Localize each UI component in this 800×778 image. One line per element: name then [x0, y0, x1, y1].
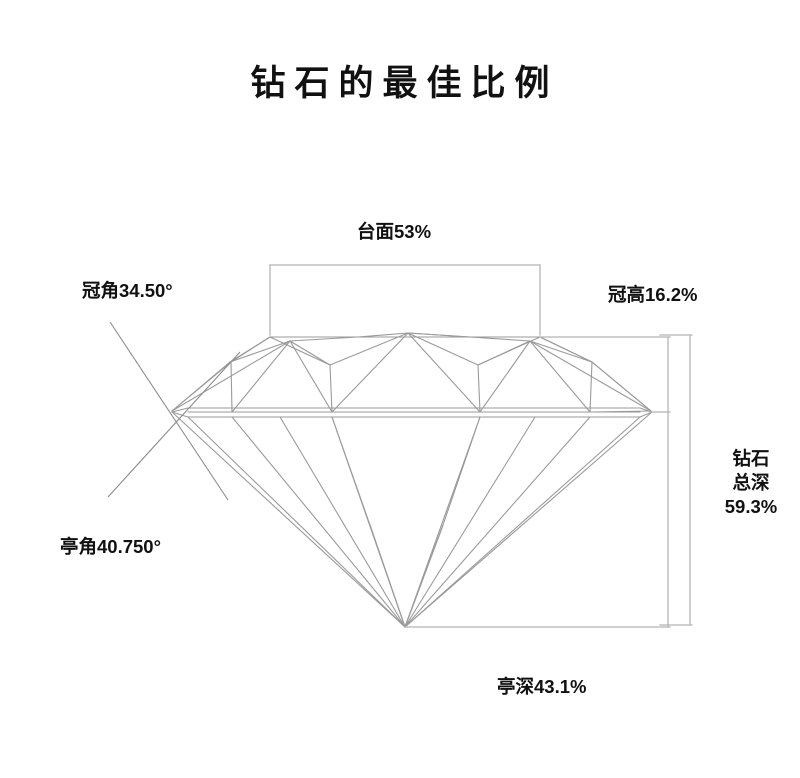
table-width-dimension [269, 264, 541, 336]
total-depth-label: 钻石 总深 59.3% [712, 447, 790, 519]
pavilion-depth-label: 亭深43.1% [497, 676, 587, 697]
crown-facets [171, 332, 652, 413]
crown-height-dimension [539, 336, 671, 413]
diamond-wireframe [171, 332, 653, 628]
total-depth-label-line-1: 钻石 [732, 448, 770, 469]
girdle-band [171, 407, 653, 418]
table-percent-label: 台面53% [357, 221, 432, 242]
total-depth-dimension [659, 334, 693, 626]
crown-angle-guide-line [109, 321, 229, 501]
pavilion-angle-label: 亭角40.750° [60, 536, 161, 557]
crown-height-label: 冠高16.2% [608, 284, 698, 305]
crown-angle-label: 冠角34.50° [82, 280, 173, 301]
pavilion-facets [171, 411, 653, 628]
total-depth-label-line-2: 总深 [732, 472, 770, 494]
pavilion-angle-guide-line [107, 351, 241, 498]
pavilion-depth-dimension [404, 411, 671, 628]
total-depth-label-line-3: 59.3% [724, 496, 778, 518]
page-title: 钻石的最佳比例 [250, 64, 559, 103]
